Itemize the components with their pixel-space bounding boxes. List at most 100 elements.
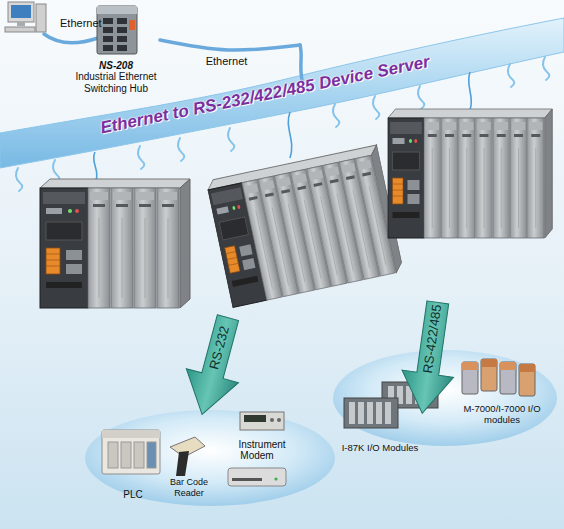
drop-cable (469, 72, 472, 110)
pac-top (388, 109, 552, 118)
ethernet-cable (160, 40, 300, 50)
wisp (228, 128, 234, 151)
switch-port (103, 27, 113, 33)
pac-controller (40, 179, 190, 308)
plc-module (147, 442, 156, 468)
io-slot (157, 188, 179, 308)
network-banner: Ethernet to RS-232/422/485 Device Server (55, 45, 475, 150)
instrument-device (240, 412, 284, 430)
screen (11, 5, 31, 18)
wisp (138, 146, 144, 169)
device-label: PLC (123, 489, 142, 501)
switch-port (103, 36, 113, 42)
io-module (500, 362, 516, 394)
wisp (543, 57, 549, 80)
instrument-body (240, 412, 284, 430)
device-node: Modem (220, 450, 294, 496)
wisp (333, 104, 339, 127)
pac-side (545, 109, 553, 238)
monitor (8, 2, 34, 22)
plc-top (102, 430, 160, 438)
arrow-outline (176, 311, 254, 422)
device-label: Modem (240, 450, 273, 462)
plc-module (134, 442, 144, 468)
instrument-display (244, 415, 266, 422)
modem-slot (232, 478, 262, 481)
device-node: M-7000/I-7000 I/O modules (452, 356, 552, 426)
device-node: PLC (98, 424, 168, 500)
ethernet-switch (97, 6, 137, 54)
io-slot (528, 118, 545, 238)
io-slot (134, 188, 156, 308)
cable-label: Ethernet (206, 55, 248, 68)
pac-controller (388, 109, 552, 238)
device-pool (85, 410, 335, 506)
modem-device (228, 468, 286, 486)
io-slot (510, 118, 527, 238)
switch-port (103, 45, 113, 51)
rack-slot (385, 402, 391, 424)
wisp (178, 138, 184, 161)
wisp (373, 96, 379, 119)
pac-side (180, 179, 190, 308)
instrument-knob (270, 418, 274, 422)
rack-body (344, 398, 398, 428)
switch-port (103, 18, 113, 24)
io-modules (462, 359, 535, 396)
monitor-stand (17, 22, 25, 26)
rack-slot (358, 402, 364, 424)
module-top (519, 364, 535, 372)
keyboard (5, 27, 35, 32)
pc-tower (36, 4, 46, 32)
instrument-knob (277, 418, 281, 422)
device-label: M-7000/I-7000 I/O modules (452, 404, 552, 426)
module-top (462, 362, 478, 370)
wisp (16, 168, 22, 191)
plc-body (102, 430, 160, 474)
switch-badge (129, 20, 135, 30)
plc-module (121, 442, 131, 468)
device-node: Bar Code Reader (163, 452, 215, 498)
drop-cable (288, 112, 291, 158)
io-slot (111, 188, 133, 308)
switch-port (117, 36, 127, 42)
plc-device (102, 430, 160, 474)
switch-port (117, 45, 127, 51)
switch-port (117, 27, 127, 33)
banner-title: Ethernet to RS-232/422/485 Device Server (99, 52, 432, 138)
io-slot (459, 118, 476, 238)
interface-arrow: RS-422/485 (400, 302, 462, 414)
io-slot (424, 118, 441, 238)
cpu-module (40, 188, 88, 308)
switch-node: NS-208Industrial Ethernet Switching Hub (72, 2, 160, 94)
rack-slot (367, 402, 373, 424)
arrow-outline (396, 299, 463, 417)
device-node: I-87K I/O Modules (338, 392, 422, 454)
plc-module (108, 442, 118, 468)
device-pool (333, 350, 557, 446)
device-node: Instrument (230, 408, 294, 450)
pac-top (40, 179, 190, 188)
ethernet-cable (44, 34, 98, 43)
io-slot (476, 118, 493, 238)
io-module (481, 359, 497, 391)
switch-body (97, 6, 137, 54)
module-top (500, 362, 516, 370)
cpu-module (388, 118, 424, 238)
device-caption: Industrial Ethernet Switching Hub (72, 71, 160, 94)
device-label: Bar Code Reader (163, 477, 215, 498)
io-module (519, 364, 535, 396)
device-label: I-87K I/O Modules (342, 443, 419, 454)
device-label: Instrument (238, 439, 285, 451)
io-slot (441, 118, 458, 238)
wisp (508, 64, 514, 87)
rack-slot (349, 402, 355, 424)
cable-label: Ethernet (60, 17, 102, 30)
switch-top (97, 6, 137, 14)
barcode-scanner (170, 437, 205, 476)
pac-controller (206, 145, 403, 307)
modem-body (228, 468, 286, 486)
device-model: NS-208 (99, 60, 133, 72)
